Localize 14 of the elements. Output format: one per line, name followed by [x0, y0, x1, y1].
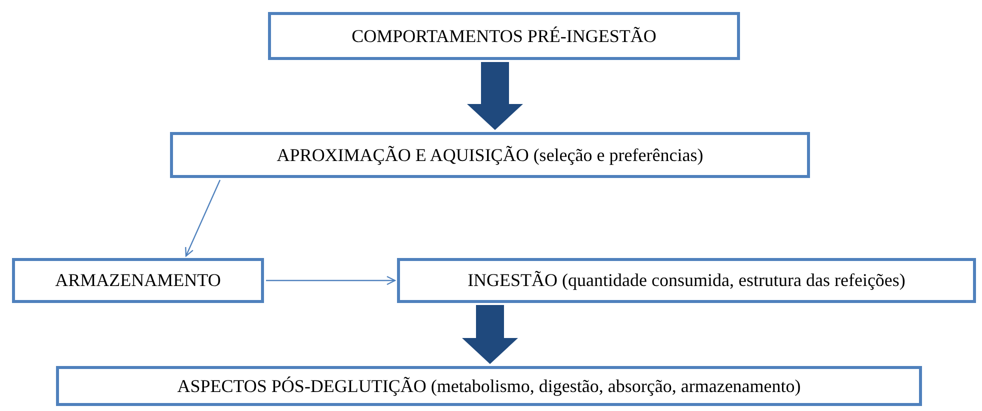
block-arrow: [462, 305, 518, 364]
process-box: [268, 12, 740, 60]
process-box: [397, 258, 976, 303]
box-label: COMPORTAMENTOS PRÉ-INGESTÃO: [352, 24, 656, 48]
process-box: [170, 132, 810, 178]
box-label: APROXIMAÇÃO E AQUISIÇÃO (seleção e preferências): [276, 144, 704, 166]
process-box: [56, 366, 922, 406]
process-box: [12, 258, 264, 303]
box-label: ARMAZENAMENTO: [55, 269, 221, 292]
box-label: ASPECTOS PÓS-DEGLUTIÇÃO (metabolismo, digestão, absorção, armazenamento): [177, 374, 801, 398]
box-label: INGESTÃO (quantidade consumida, estrutura das refeições): [468, 269, 906, 292]
arrow: [266, 276, 396, 286]
arrow: [185, 180, 221, 257]
block-arrow: [467, 62, 523, 130]
